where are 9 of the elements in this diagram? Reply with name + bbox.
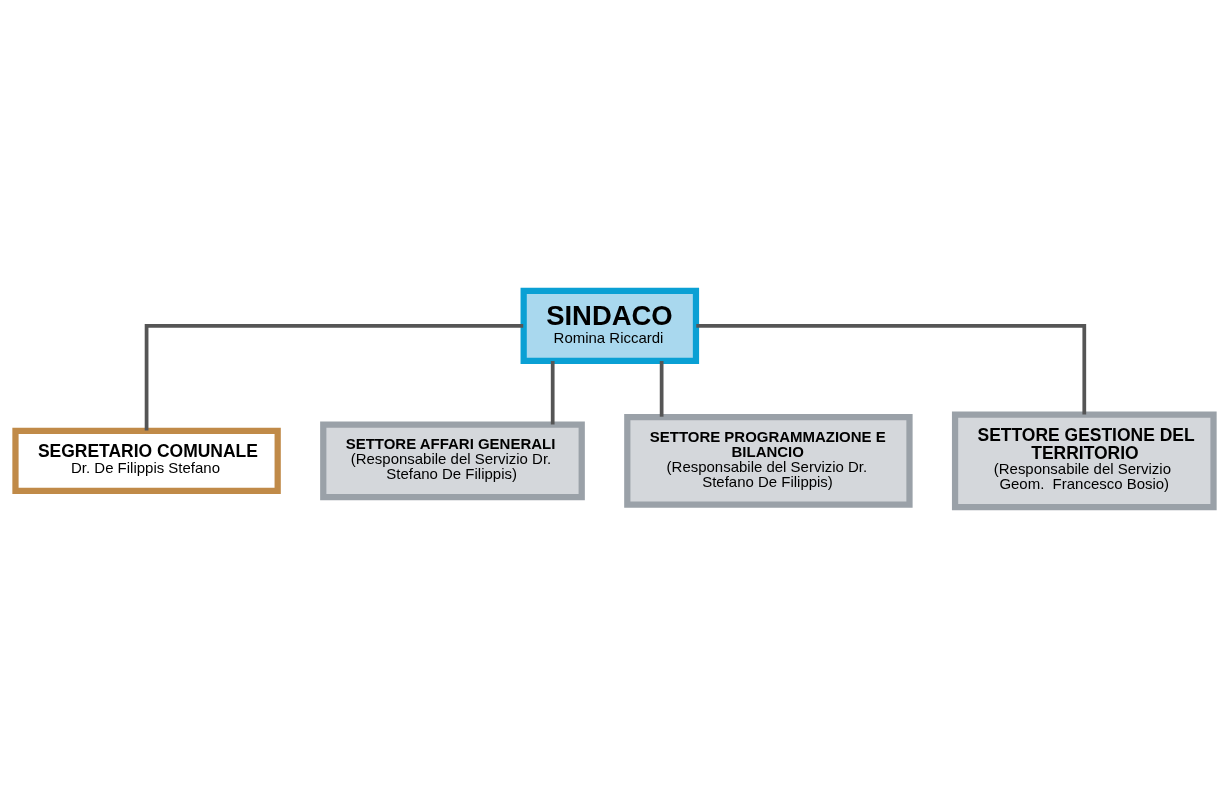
node-box: SETTORE GESTIONE DEL TERRITORIO (Responsabile del Servizio Geom. Francesco Bosio) <box>951 411 1217 511</box>
node-box: SEGRETARIO COMUNALE Dr. De Filippis Stefano <box>12 427 281 494</box>
connector <box>659 361 664 417</box>
connector <box>550 361 555 425</box>
node-box: SETTORE AFFARI GENERALI (Responsabile del Servizio Dr. Stefano De Filippis) <box>320 421 585 501</box>
node-box: SETTORE PROGRAMMAZIONE E BILANCIO (Responsabile del Servizio Dr. Stefano De Filippis) <box>624 414 913 508</box>
connector <box>696 324 1087 415</box>
connector <box>144 324 524 431</box>
node-box: SINDACO Romina Riccardi <box>520 287 700 365</box>
